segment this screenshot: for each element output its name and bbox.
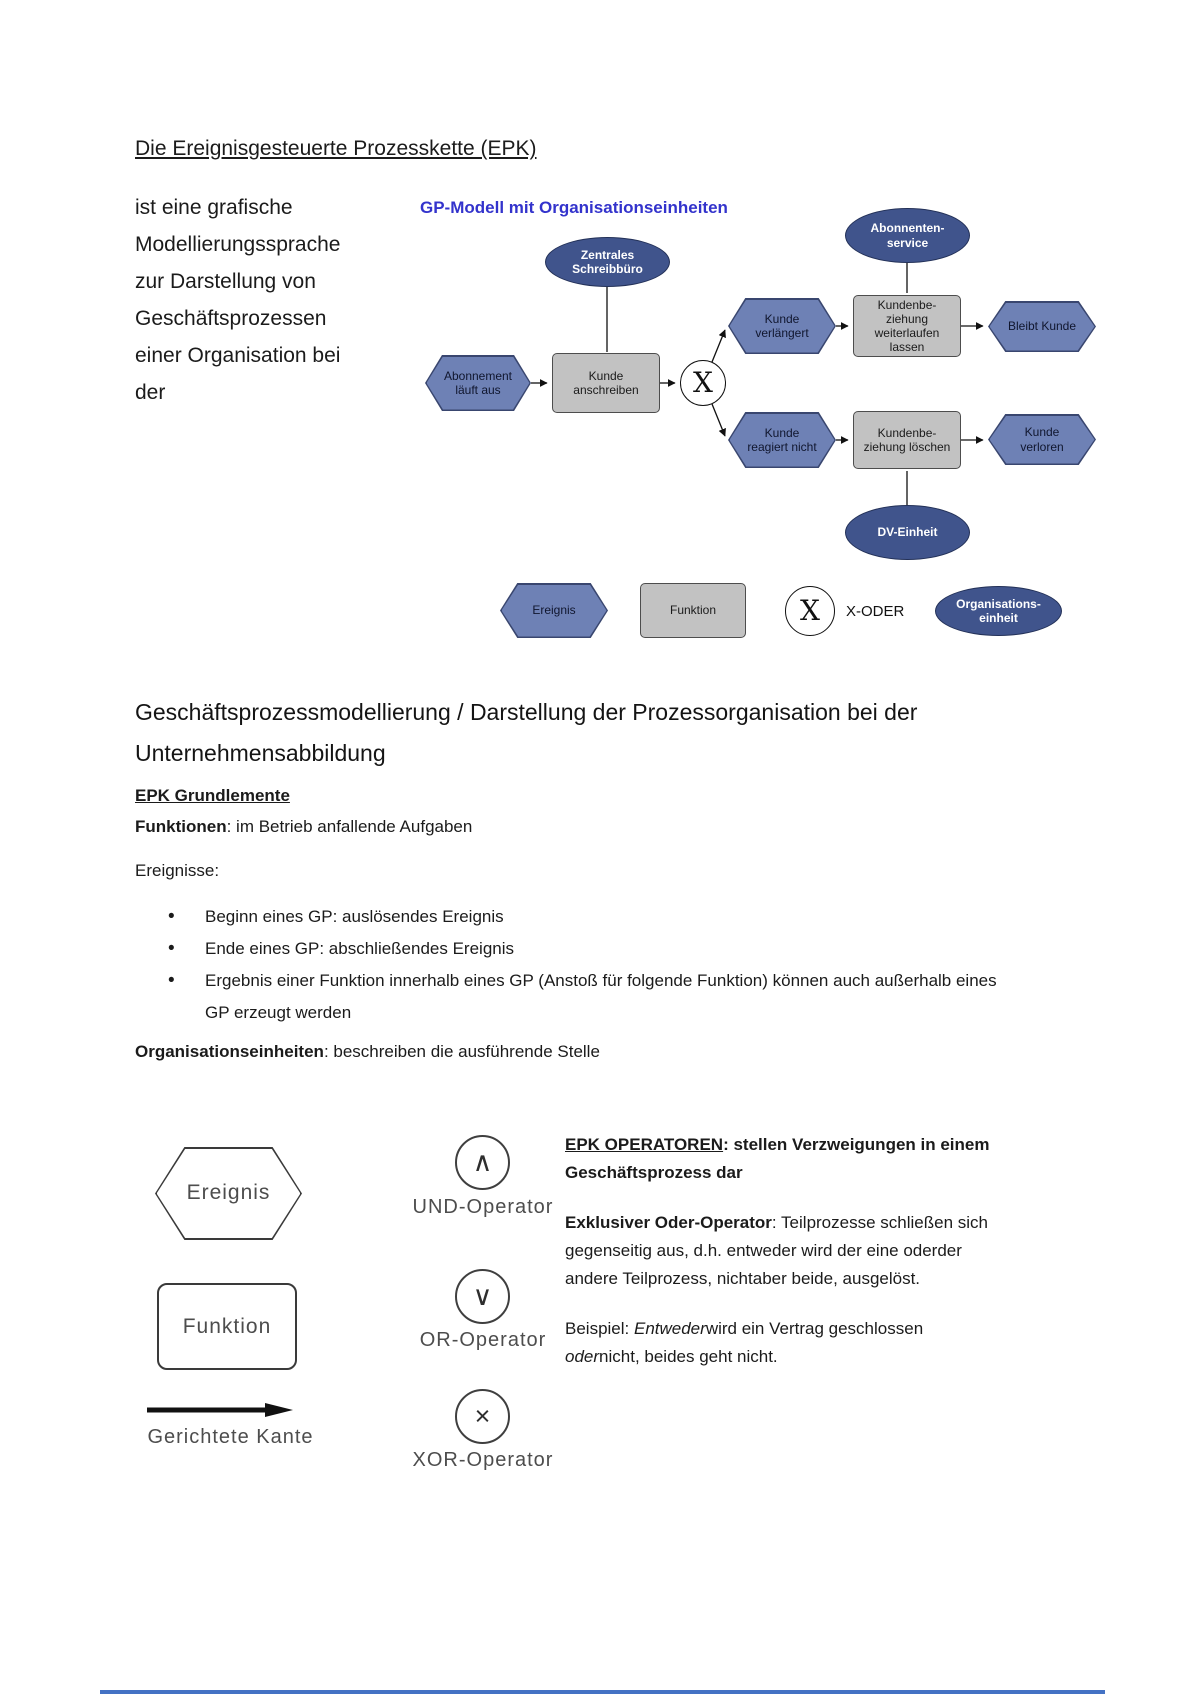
gp-model-diagram: GP-Modell mit Organisationseinheiten [420,195,1110,665]
intro-line: ist eine grafische [135,196,293,219]
ereignisse-label: Ereignisse: [135,861,220,880]
legend-label: Ereignis [532,603,576,618]
intro-line: der [135,381,166,404]
legend-label: Organisations-einheit [956,596,1041,625]
event-label: Kunde verloren [1020,425,1064,454]
xor-glyph: × [474,1401,491,1431]
legend-label: Funktion [669,603,717,618]
event-kunde-reagiert-nicht: Kunde reagiert nicht [728,412,836,468]
xor-connector: X [680,360,726,406]
beispiel-oder: oder [565,1347,600,1367]
xor-operator-label: XOR-Operator [412,1449,554,1471]
org-unit-label: DV-Einheit [877,525,938,540]
function-kunde-anschreiben: Kunde anschreiben [552,353,660,413]
bullet-text: Ende eines GP: abschließendes Ereignis [205,939,515,958]
org-unit-label: Abonnenten-service [870,221,945,250]
list-item: Ende eines GP: abschließendes Ereignis [168,933,998,965]
funktionen-rest: : im Betrieb anfallende Aufgaben [226,817,473,836]
section-heading: Geschäftsprozessmodellierung / Darstellu… [135,692,917,774]
beispiel-suffix: nicht, beides geht nicht. [599,1347,778,1367]
event-abonnement-laeuft-aus: Abonnement läuft aus [425,355,531,411]
operatoren-heading: EPK OPERATOREN: stellen Verzweigungen in… [565,1131,993,1187]
section-heading-line: Unternehmensabbildung [135,740,386,766]
page-title: Die Ereignisgesteuerte Prozesskette (EPK… [135,137,537,160]
org-unit-dv-einheit: DV-Einheit [845,505,970,560]
und-operator-label: UND-Operator [412,1196,554,1218]
operatoren-heading-term: EPK OPERATOREN [565,1135,724,1154]
exklusiver-oder-term: Exklusiver Oder-Operator [565,1213,772,1233]
legend-funktion: Funktion [640,583,746,638]
xor-operator-icon: × [455,1389,510,1444]
sketch-ereignis-label: Ereignis [186,1181,271,1205]
beispiel-entweder: Entweder [633,1319,706,1339]
bullet-text: Beginn eines GP: auslösendes Ereignis [205,907,504,926]
intro-paragraph: ist eine grafische Modellierungssprache … [135,189,340,411]
exklusiver-oder-paragraph: Exklusiver Oder-Operator: Teilprozesse s… [565,1209,993,1293]
xor-glyph: X [693,366,713,400]
or-glyph: ∨ [472,1281,493,1311]
org-unit-zentrales-schreibbuero: Zentrales Schreibbüro [545,237,670,287]
event-bleibt-kunde: Bleibt Kunde [988,301,1096,352]
diagram-title: GP-Modell mit Organisationseinheiten [420,198,728,217]
event-kunde-verloren: Kunde verloren [988,414,1096,465]
legend-xor-connector: X [785,586,835,636]
organisationseinheiten-rest: : beschreiben die ausführende Stelle [323,1042,600,1061]
directed-edge-label: Gerichtete Kante [147,1426,314,1448]
event-label: Kunde verlängert [755,311,809,340]
funktionen-definition: Funktionen: im Betrieb anfallende Aufgab… [135,817,472,837]
beispiel-prefix: Beispiel: [565,1319,634,1339]
organisationseinheiten-definition: Organisationseinheiten: beschreiben die … [135,1042,600,1062]
xor-glyph: X [800,594,820,628]
org-unit-label: Zentrales Schreibbüro [572,247,643,276]
directed-edge-arrow [147,1403,293,1417]
legend-xoder-label: X-ODER [846,603,905,620]
und-glyph: ∧ [472,1147,493,1177]
list-item: Ergebnis einer Funktion innerhalb eines … [168,965,998,1029]
function-label: Kunde anschreiben [573,368,639,397]
sketch-funktion-box: Funktion [157,1283,297,1370]
intro-line: Geschäftsprozessen [135,307,327,330]
event-kunde-verlaengert: Kunde verlängert [728,298,836,354]
function-label: Kundenbe-ziehung löschen [863,425,951,454]
list-item: Beginn eines GP: auslösendes Ereignis [168,901,998,933]
operatoren-heading-rest: : stellen Verzweigungen in einem Geschäf… [565,1135,990,1183]
event-label: Bleibt Kunde [1007,319,1077,334]
intro-line: einer Organisation bei [135,344,341,367]
page-bottom-rule [100,1690,1105,1694]
or-operator-label: OR-Operator [419,1329,547,1351]
bullet-text: Ergebnis einer Funktion innerhalb eines … [205,971,997,1022]
section-heading-line: Geschäftsprozessmodellierung / Darstellu… [135,699,918,725]
funktionen-term: Funktionen [135,817,227,836]
legend-organisationseinheit: Organisations-einheit [935,586,1062,636]
function-label: Kundenbe-ziehung weiterlaufen lassen [874,297,940,355]
org-unit-abonnentenservice: Abonnenten-service [845,208,970,263]
function-kundenbeziehung-loeschen: Kundenbe-ziehung löschen [853,411,961,469]
sketch-ereignis-hexagon: Ereignis [155,1147,302,1240]
event-label: Kunde reagiert nicht [747,425,817,454]
grundelemente-heading: EPK Grundlemente [135,786,290,805]
operatoren-text-column: EPK OPERATOREN: stellen Verzweigungen in… [565,1131,993,1393]
sketch-funktion-label: Funktion [182,1314,272,1338]
beispiel-mid: wird ein Vertrag geschlossen [705,1319,924,1339]
intro-line: Modellierungssprache [135,233,341,256]
function-kundenbeziehung-weiterlaufen: Kundenbe-ziehung weiterlaufen lassen [853,295,961,357]
intro-line: zur Darstellung von [135,270,316,293]
ereignisse-bullet-list: Beginn eines GP: auslösendes Ereignis En… [168,901,998,1029]
organisationseinheiten-term: Organisationseinheiten [135,1042,324,1061]
und-operator-icon: ∧ [455,1135,510,1190]
event-label: Abonnement läuft aus [443,368,513,397]
or-operator-icon: ∨ [455,1269,510,1324]
legend-ereignis: Ereignis [500,583,608,638]
exklusiver-oder-rest: : Teilprozesse schließen sich gegenseiti… [565,1213,988,1289]
beispiel-paragraph: Beispiel: Entwederwird ein Vertrag gesch… [565,1315,993,1371]
